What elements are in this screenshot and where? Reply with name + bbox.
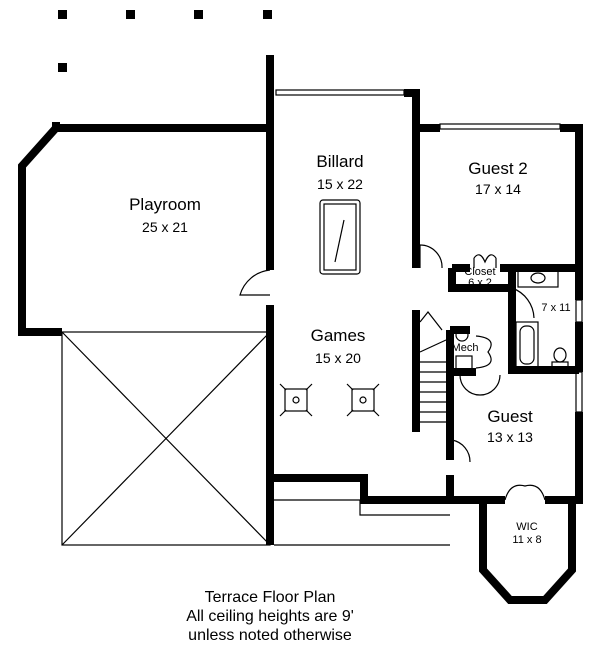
posts: [58, 10, 272, 72]
room-label-playroom: Playroom: [129, 195, 201, 214]
room-label-billard: Billard: [316, 152, 364, 171]
stairs: [419, 339, 447, 423]
plan-caption: Terrace Floor Plan All ceiling heights a…: [186, 588, 354, 645]
room-size-wic: 11 x 8: [512, 534, 542, 546]
room-label-wic: WIC: [516, 521, 538, 533]
room-label-games: Games: [310, 326, 366, 345]
room-label-guest2: Guest 2: [468, 159, 528, 178]
room-size-guest: 13 x 13: [487, 429, 533, 445]
room-size-playroom: 25 x 21: [142, 219, 188, 235]
thin-lines: [61, 89, 583, 546]
room-label-closet: Closet: [464, 266, 496, 278]
caption-note-1: All ceiling heights are 9': [186, 608, 354, 625]
room-size-games: 15 x 20: [315, 350, 361, 366]
room-size-closet: 6 x 2: [468, 277, 492, 289]
caption-title: Terrace Floor Plan: [204, 589, 336, 606]
room-label-guest: Guest: [487, 407, 533, 426]
room-label-mech: Mech: [451, 342, 479, 354]
room-size-guest2: 17 x 14: [475, 181, 521, 197]
room-size-bath: 7 x 11: [541, 302, 571, 314]
walls: [18, 55, 583, 604]
caption-note-2: unless noted otherwise: [188, 627, 352, 644]
room-size-billard: 15 x 22: [317, 176, 363, 192]
